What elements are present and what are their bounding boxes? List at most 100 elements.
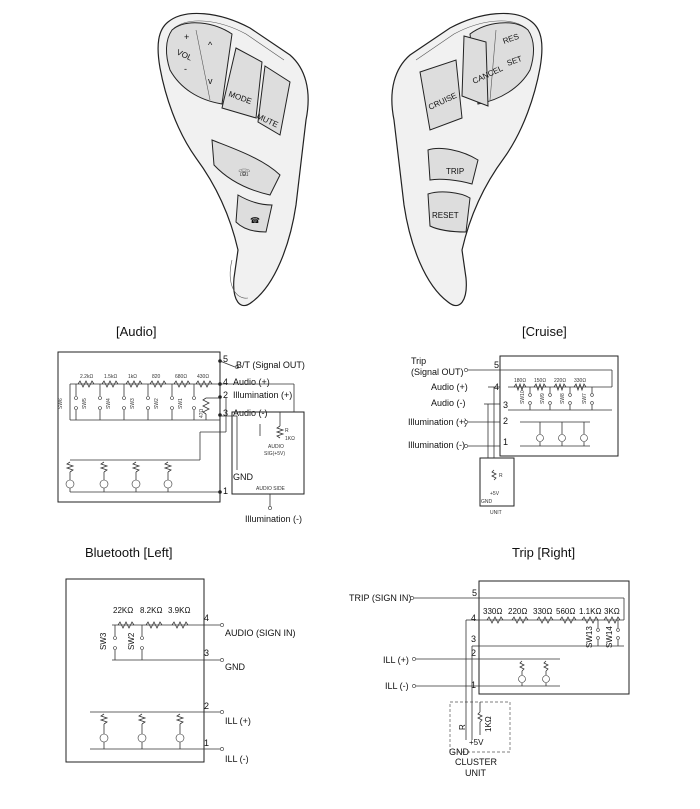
audio-pin-1: 1	[223, 486, 228, 496]
reset-label: RESET	[432, 211, 459, 220]
trip-r: R	[458, 724, 467, 730]
audio-gnd-label: GND	[233, 472, 254, 482]
trip-gnd: GND	[449, 747, 470, 757]
cruise-led-row	[520, 421, 590, 447]
bluetooth-sw-2: SW2	[127, 632, 136, 650]
trip-led-row	[518, 660, 550, 686]
audio-sw-6: SW6	[58, 398, 64, 409]
trip-resistor-ladder	[486, 616, 621, 624]
audio-minus-label: Audio (-)	[233, 408, 268, 418]
audio-sig-label-2: SIG(+5V)	[264, 451, 285, 457]
trip-res-4: 560Ω	[556, 607, 575, 616]
cruise-sw-10: SW10	[520, 390, 526, 404]
bluetooth-switch-box	[65, 578, 205, 763]
audio-illum-plus-label: Illumination (+)	[233, 390, 292, 400]
bluetooth-switches	[113, 625, 144, 660]
trip-pin-4: 4	[471, 613, 476, 623]
audio-resistor-ladder	[77, 380, 213, 388]
audio-illum-minus-label: Illumination (-)	[245, 514, 302, 524]
bluetooth-schematic: Bluetooth [Left] 22KΩ 8.2KΩ 3.9KΩ SW3 SW…	[65, 545, 296, 764]
cancel-button[interactable]: CANCEL	[461, 35, 505, 107]
bluetooth-audio-sign-in: AUDIO (SIGN IN)	[225, 628, 296, 638]
trip-res-3: 330Ω	[533, 607, 552, 616]
audio-led-row	[65, 461, 173, 492]
cruise-res-2: 150Ω	[534, 378, 546, 384]
cruise-res-4: 330Ω	[574, 378, 586, 384]
vol-up-icon: +	[184, 32, 189, 42]
trip-sw-13: SW13	[585, 626, 594, 648]
cruise-resistor-ladder	[513, 382, 587, 392]
hangup-button[interactable]: ☎	[235, 194, 273, 233]
trip-plus5v: +5V	[469, 738, 484, 747]
trip-sign-in-label: TRIP (SIGN IN)	[349, 593, 411, 603]
audio-res-3: 1kΩ	[128, 374, 137, 380]
bluetooth-ill-plus: ILL (+)	[225, 716, 251, 726]
audio-pin-2: 2	[223, 390, 228, 400]
audio-side-label: AUDIO SIDE	[256, 486, 286, 492]
trip-pin-3: 3	[471, 634, 476, 644]
audio-res-47: 47Ω	[199, 408, 205, 418]
bluetooth-res-2: 8.2KΩ	[140, 606, 162, 615]
bluetooth-resistor-ladder	[117, 621, 189, 629]
cruise-switch-box	[499, 355, 619, 457]
trip-schematic: Trip [Right] TRIP (SIGN IN) 5 4 330Ω 220…	[349, 545, 630, 778]
cruise-trip-label: Trip	[411, 356, 426, 366]
trip-label: TRIP	[446, 167, 464, 176]
cruise-audio-minus: Audio (-)	[431, 398, 466, 408]
audio-schematic: [Audio] 5 4 2 3 1 B/T (Signal OUT) Audio…	[57, 324, 305, 524]
bluetooth-ill-minus: ILL (-)	[225, 754, 249, 764]
audio-res-1: 2.2kΩ	[80, 374, 93, 380]
bluetooth-pin-1: 1	[204, 738, 209, 748]
bluetooth-pin-3: 3	[204, 648, 209, 658]
trip-cluster: CLUSTER	[455, 757, 498, 767]
audio-plus-label: Audio (+)	[233, 377, 270, 387]
cruise-pin-5: 5	[494, 360, 499, 370]
audio-sw-4: SW4	[106, 398, 112, 409]
bluetooth-res-3: 3.9KΩ	[168, 606, 190, 615]
trip-switches	[596, 620, 620, 646]
audio-sw-3: SW3	[130, 398, 136, 409]
trip-res-2: 220Ω	[508, 607, 527, 616]
audio-side-1k: 1KΩ	[285, 436, 295, 442]
cruise-pin-1: 1	[503, 437, 508, 447]
audio-title: [Audio]	[116, 324, 156, 339]
trip-button[interactable]: TRIP	[427, 147, 479, 185]
cruise-pin-2: 2	[503, 416, 508, 426]
audio-res-5: 680Ω	[175, 374, 187, 380]
cruise-signal-label: (Signal OUT)	[411, 367, 464, 377]
mode-button[interactable]: MODE	[221, 47, 263, 119]
audio-pin-5: 5	[223, 354, 228, 364]
phone-button[interactable]: ☏	[211, 139, 281, 196]
cruise-gnd: GND	[481, 499, 493, 505]
trip-pin-5: 5	[472, 588, 477, 598]
trip-res-1: 330Ω	[483, 607, 502, 616]
trip-title: Trip [Right]	[512, 545, 575, 560]
audio-pin-4: 4	[223, 377, 228, 387]
cruise-sw-9: SW9	[540, 393, 546, 404]
cruise-plus5v: +5V	[490, 491, 500, 497]
cruise-res-3: 220Ω	[554, 378, 566, 384]
bluetooth-res-1: 22KΩ	[113, 606, 133, 615]
cruise-title: [Cruise]	[522, 324, 567, 339]
reset-button[interactable]: RESET	[427, 191, 471, 233]
cruise-r: R	[499, 473, 503, 479]
audio-side-box	[231, 411, 305, 495]
seek-up-icon: ^	[208, 40, 213, 50]
audio-pin-3: 3	[223, 408, 228, 418]
audio-res-4: 820	[152, 374, 161, 380]
cruise-pin-3: 3	[503, 400, 508, 410]
vol-rocker[interactable]: VOL + - ^ v	[166, 22, 233, 105]
trip-res-6: 3KΩ	[604, 607, 620, 616]
trip-ill-minus: ILL (-)	[385, 681, 409, 691]
cruise-button[interactable]: CRUISE	[419, 59, 463, 131]
trip-sw-14: SW14	[605, 626, 614, 648]
trip-1k: 1KΩ	[484, 716, 493, 732]
audio-bt-label: B/T (Signal OUT)	[236, 360, 305, 370]
cruise-sw-7: SW7	[582, 393, 588, 404]
audio-switches	[74, 384, 196, 420]
audio-side-r: R	[285, 428, 289, 434]
hangup-icon: ☎	[250, 216, 260, 225]
cruise-switches	[528, 387, 594, 410]
cruise-illum-minus: Illumination (-)	[408, 440, 465, 450]
trip-pin-1: 1	[471, 680, 476, 690]
